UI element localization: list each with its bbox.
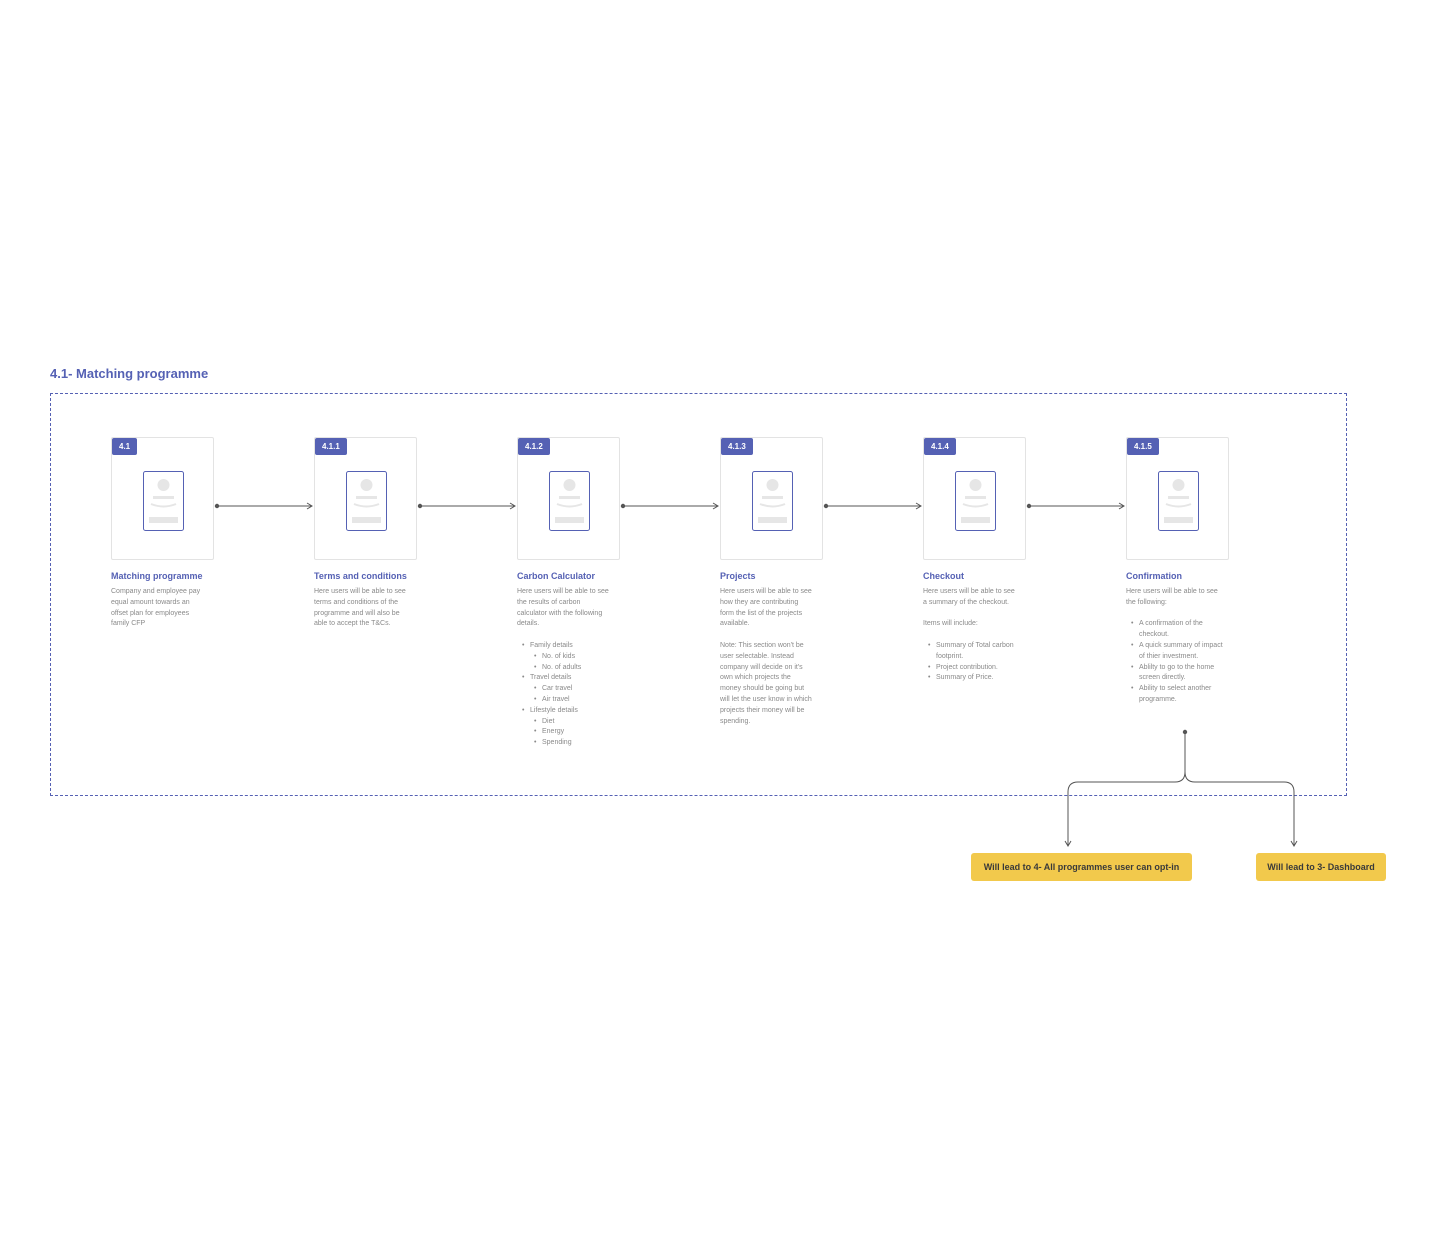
step-card-terms-and-conditions: 4.1.1 <box>314 437 417 560</box>
step-badge: 4.1.3 <box>721 438 753 455</box>
screen-placeholder-icon <box>1158 471 1199 531</box>
detail-list: Family details No. of kids No. of adults… <box>517 641 627 749</box>
list-item: Diet <box>517 717 627 728</box>
list-item: Ablilty to go to the home screen directl… <box>1126 663 1226 685</box>
step-card-carbon-calculator: 4.1.2 <box>517 437 620 560</box>
list-item: Project contribution. <box>923 663 1023 674</box>
screen-placeholder-icon <box>346 471 387 531</box>
detail-list: A confirmation of the checkout. A quick … <box>1126 619 1226 705</box>
step-badge: 4.1.2 <box>518 438 550 455</box>
lead-all-programmes: Will lead to 4- All programmes user can … <box>971 853 1192 881</box>
step-title: Checkout <box>923 571 965 581</box>
list-item: No. of kids <box>517 652 627 663</box>
list-item: Summary of Total carbon footprint. <box>923 641 1023 663</box>
step-title: Confirmation <box>1126 571 1182 581</box>
list-item: Energy <box>517 727 627 738</box>
list-item: Ability to select another programme. <box>1126 684 1226 706</box>
section-title: 4.1- Matching programme <box>50 366 209 381</box>
step-title: Carbon Calculator <box>517 571 596 581</box>
screen-placeholder-icon <box>955 471 996 531</box>
list-item: Travel details <box>517 673 627 684</box>
list-item: Summary of Price. <box>923 673 1023 684</box>
step-card-projects: 4.1.3 <box>720 437 823 560</box>
screen-placeholder-icon <box>143 471 184 531</box>
list-item: Family details <box>517 641 627 652</box>
step-title: Matching programme <box>111 571 203 581</box>
step-card-confirmation: 4.1.5 <box>1126 437 1229 560</box>
step-title: Terms and conditions <box>314 571 407 581</box>
step-badge: 4.1 <box>112 438 138 455</box>
list-item: A confirmation of the checkout. <box>1126 619 1226 641</box>
lead-dashboard: Will lead to 3- Dashboard <box>1256 853 1386 881</box>
list-item: A quick summary of impact of thier inves… <box>1126 641 1226 663</box>
step-badge: 4.1.4 <box>924 438 956 455</box>
list-item: Spending <box>517 738 627 749</box>
list-item: Car travel <box>517 684 627 695</box>
step-title: Projects <box>720 571 756 581</box>
step-card-matching-programme: 4.1 <box>111 437 214 560</box>
list-item: Lifestyle details <box>517 706 627 717</box>
step-badge: 4.1.5 <box>1127 438 1159 455</box>
list-item: Air travel <box>517 695 627 706</box>
flow-frame <box>50 393 1347 796</box>
screen-placeholder-icon <box>752 471 793 531</box>
list-item: No. of adults <box>517 663 627 674</box>
screen-placeholder-icon <box>549 471 590 531</box>
step-badge: 4.1.1 <box>315 438 347 455</box>
step-card-checkout: 4.1.4 <box>923 437 1026 560</box>
detail-list: Summary of Total carbon footprint. Proje… <box>923 641 1023 684</box>
